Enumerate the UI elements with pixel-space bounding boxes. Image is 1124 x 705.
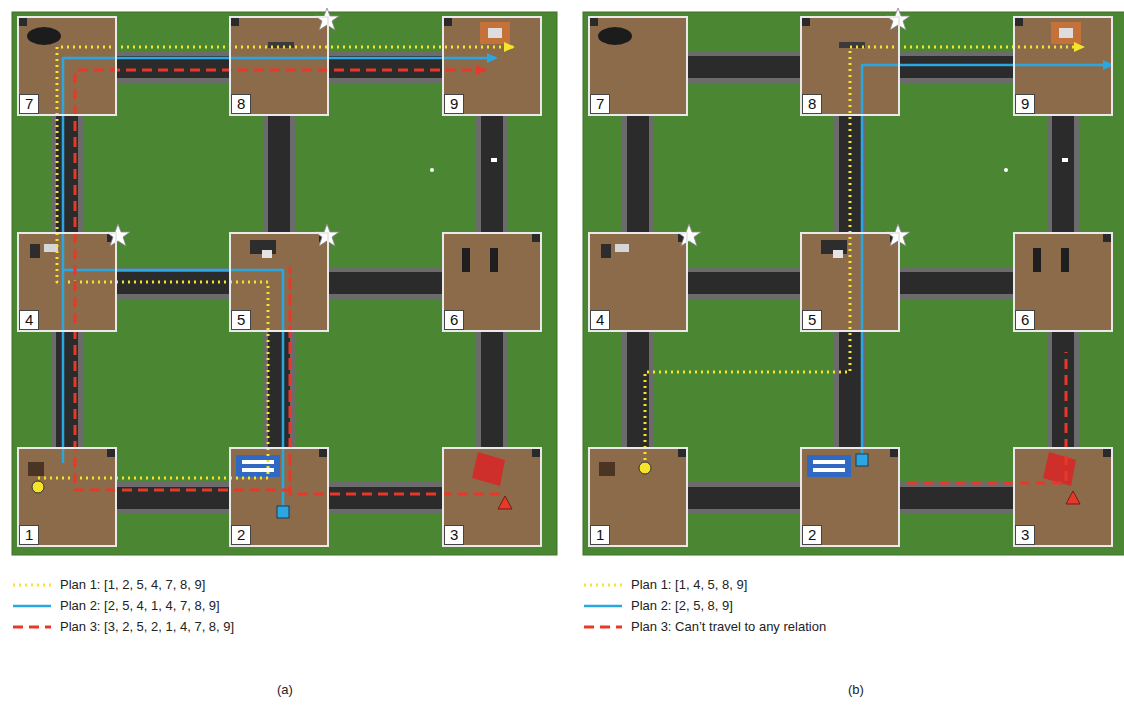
tile-number: 3 (444, 525, 464, 545)
legend-text: Plan 3: Can’t travel to any relation (631, 619, 826, 634)
legend-line-sample (12, 580, 52, 590)
building-tile: 4 (588, 232, 688, 332)
legend-entry: Plan 2: [2, 5, 8, 9] (583, 595, 826, 616)
panel-caption: (a) (277, 682, 293, 697)
building-tile: 2 (800, 447, 900, 547)
building-tile: 5 (229, 232, 329, 332)
tile-number: 2 (802, 525, 822, 545)
building-tile: 6 (1013, 232, 1113, 332)
legend: Plan 1: [1, 2, 5, 4, 7, 8, 9] Plan 2: [2,… (12, 574, 234, 637)
building-tile: 7 (588, 16, 688, 116)
tile-number: 7 (19, 94, 39, 114)
tile-number: 8 (802, 94, 822, 114)
tile-number: 3 (1015, 525, 1035, 545)
building-tile: 1 (588, 447, 688, 547)
legend-line-sample (583, 622, 623, 632)
tile-number: 4 (19, 310, 39, 330)
building-tile: 3 (442, 447, 542, 547)
legend-text: Plan 2: [2, 5, 4, 1, 4, 7, 8, 9] (60, 598, 220, 613)
tile-number: 5 (802, 310, 822, 330)
building-tile: 9 (442, 16, 542, 116)
legend-entry: Plan 3: [3, 2, 5, 2, 1, 4, 7, 8, 9] (12, 616, 234, 637)
legend-entry: Plan 2: [2, 5, 4, 1, 4, 7, 8, 9] (12, 595, 234, 616)
legend-entry: Plan 1: [1, 4, 5, 8, 9] (583, 574, 826, 595)
building-tile: 1 (17, 447, 117, 547)
building-tile: 7 (17, 16, 117, 116)
legend-entry: Plan 1: [1, 2, 5, 4, 7, 8, 9] (12, 574, 234, 595)
legend-text: Plan 2: [2, 5, 8, 9] (631, 598, 733, 613)
building-tile: 8 (800, 16, 900, 116)
building-tile: 2 (229, 447, 329, 547)
tile-number: 2 (231, 525, 251, 545)
tile-number: 6 (444, 310, 464, 330)
legend-line-sample (12, 622, 52, 632)
legend-line-sample (12, 601, 52, 611)
building-tile: 4 (17, 232, 117, 332)
legend: Plan 1: [1, 4, 5, 8, 9] Plan 2: [2, 5, 8,… (583, 574, 826, 637)
building-tile: 6 (442, 232, 542, 332)
legend-line-sample (583, 601, 623, 611)
tile-number: 9 (1015, 94, 1035, 114)
tile-number: 7 (590, 94, 610, 114)
legend-text: Plan 1: [1, 4, 5, 8, 9] (631, 577, 747, 592)
legend-text: Plan 3: [3, 2, 5, 2, 1, 4, 7, 8, 9] (60, 619, 234, 634)
building-tile: 3 (1013, 447, 1113, 547)
building-tile: 9 (1013, 16, 1113, 116)
tile-number: 1 (590, 525, 610, 545)
tile-number: 9 (444, 94, 464, 114)
legend-entry: Plan 3: Can’t travel to any relation (583, 616, 826, 637)
tile-number: 5 (231, 310, 251, 330)
building-tile: 8 (229, 16, 329, 116)
building-tile: 5 (800, 232, 900, 332)
panel-caption: (b) (848, 682, 864, 697)
legend-line-sample (583, 580, 623, 590)
legend-text: Plan 1: [1, 2, 5, 4, 7, 8, 9] (60, 577, 205, 592)
tile-number: 1 (19, 525, 39, 545)
tile-number: 8 (231, 94, 251, 114)
tile-number: 4 (590, 310, 610, 330)
tile-number: 6 (1015, 310, 1035, 330)
